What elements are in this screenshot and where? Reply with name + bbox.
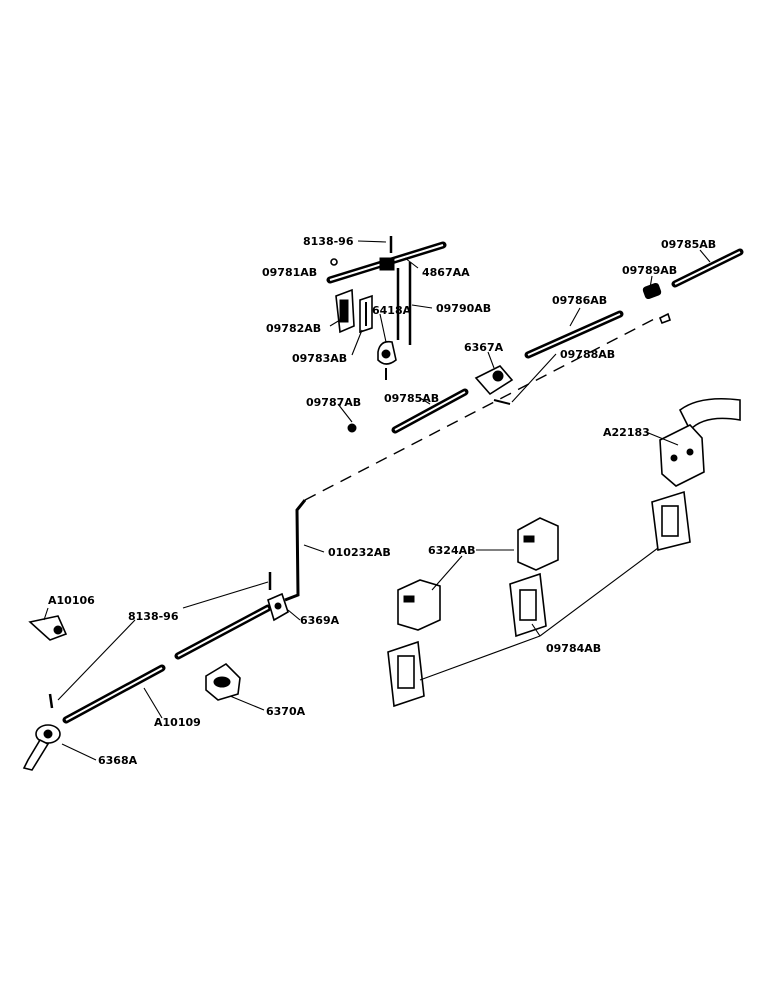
- label-a10106: A10106: [48, 594, 95, 607]
- part-09789ab: [642, 282, 662, 300]
- rod-09786ab: [524, 310, 624, 359]
- pin-8138-96-low: [48, 693, 54, 709]
- label-8138-96-low: 8138-96: [128, 610, 179, 623]
- gasket-09784ab-1: [387, 640, 425, 708]
- label-09790ab: 09790AB: [436, 302, 491, 315]
- label-09781ab: 09781AB: [262, 266, 317, 279]
- part-09783ab: [359, 294, 373, 334]
- rod-09785ab-mid: [391, 388, 469, 434]
- label-6370a: 6370A: [266, 705, 306, 718]
- label-a10109: A10109: [154, 716, 201, 729]
- washer-09787ab: [347, 423, 357, 433]
- label-09783ab: 09783AB: [292, 352, 347, 365]
- label-4867aa: 4867AA: [422, 266, 470, 279]
- shaft-4867aa: [326, 241, 447, 284]
- label-09788ab: 09788AB: [560, 348, 615, 361]
- block-6324ab-left: [397, 579, 441, 631]
- cover-a22183: [659, 397, 741, 487]
- label-09786ab: 09786AB: [552, 294, 607, 307]
- gasket-09784ab-2: [509, 572, 547, 638]
- part-6418a: [377, 340, 397, 380]
- label-6418a: 6418A: [372, 304, 412, 317]
- part-09781ab: [330, 258, 338, 266]
- part-6369a: [267, 592, 289, 622]
- part-6367a: [474, 365, 514, 405]
- block-6324ab-right: [517, 517, 559, 571]
- label-09785ab-mid: 09785AB: [384, 392, 439, 405]
- label-6324ab: 6324AB: [428, 544, 476, 557]
- label-09782ab: 09782AB: [266, 322, 321, 335]
- screw-09788ab: [658, 312, 672, 325]
- leader-lines: [43, 240, 711, 761]
- handle-6368a: [22, 724, 61, 771]
- label-09784ab: 09784AB: [546, 642, 601, 655]
- dashed-connector: [304, 315, 661, 501]
- rod-010232ab: [284, 499, 307, 602]
- label-09787ab: 09787AB: [306, 396, 361, 409]
- label-8138-96-top: 8138-96: [303, 235, 354, 248]
- label-010232ab: 010232AB: [328, 546, 391, 559]
- part-6370a: [205, 662, 241, 701]
- rod-a10109: [62, 604, 272, 724]
- label-a22183: A22183: [603, 426, 650, 439]
- label-09785ab-top: 09785AB: [661, 238, 716, 251]
- label-6369a: 6369A: [300, 614, 340, 627]
- label-6367a: 6367A: [464, 341, 504, 354]
- lever-a10106: [28, 615, 68, 641]
- wire-09790ab: [396, 262, 412, 345]
- gasket-09784ab-3: [651, 490, 691, 551]
- part-09782ab: [335, 288, 355, 334]
- label-6368a: 6368A: [98, 754, 138, 767]
- label-09789ab: 09789AB: [622, 264, 677, 277]
- rod-09785ab-top: [671, 248, 744, 288]
